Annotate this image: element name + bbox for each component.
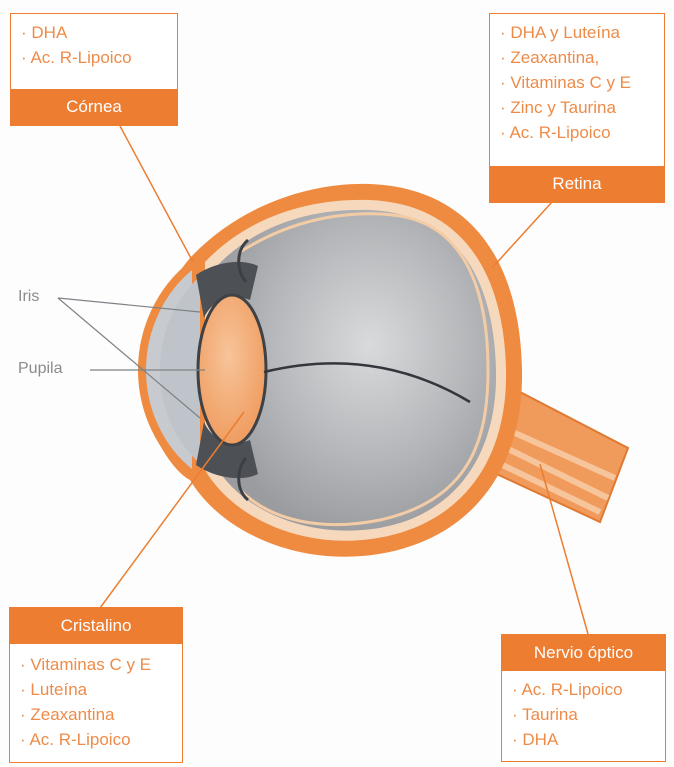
iris-label: Iris [18,288,39,306]
lens-item: · Vitaminas C y E [20,652,172,677]
retina-item: · Vitaminas C y E [500,70,654,95]
lens-item: · Ac. R-Lipoico [20,727,172,752]
lens-box: Cristalino · Vitaminas C y E · Luteína ·… [9,607,183,763]
pupil-label: Pupila [18,360,62,378]
lens-title: Cristalino [10,608,182,644]
lens-item: · Luteína [20,677,172,702]
retina-title: Retina [490,166,664,202]
cornea-item: · DHA [21,20,167,45]
optic-nerve-box: Nervio óptico · Ac. R-Lipoico · Taurina … [501,634,666,762]
lens-item: · Zeaxantina [20,702,172,727]
cornea-box: · DHA · Ac. R-Lipoico Córnea [10,13,178,126]
retina-box: · DHA y Luteína · Zeaxantina, · Vitamina… [489,13,665,203]
cornea-title: Córnea [11,89,177,125]
retina-item: · DHA y Luteína [500,20,654,45]
optic-nerve-item: · DHA [512,727,655,752]
retina-item: · Zeaxantina, [500,45,654,70]
lens-shape [198,295,266,445]
optic-nerve-item: · Ac. R-Lipoico [512,677,655,702]
retina-item: · Zinc y Taurina [500,95,654,120]
retina-leader [492,202,552,268]
optic-nerve-item: · Taurina [512,702,655,727]
retina-item: · Ac. R-Lipoico [500,120,654,145]
cornea-item: · Ac. R-Lipoico [21,45,167,70]
optic-nerve-title: Nervio óptico [502,635,665,671]
cornea-leader [120,126,193,262]
